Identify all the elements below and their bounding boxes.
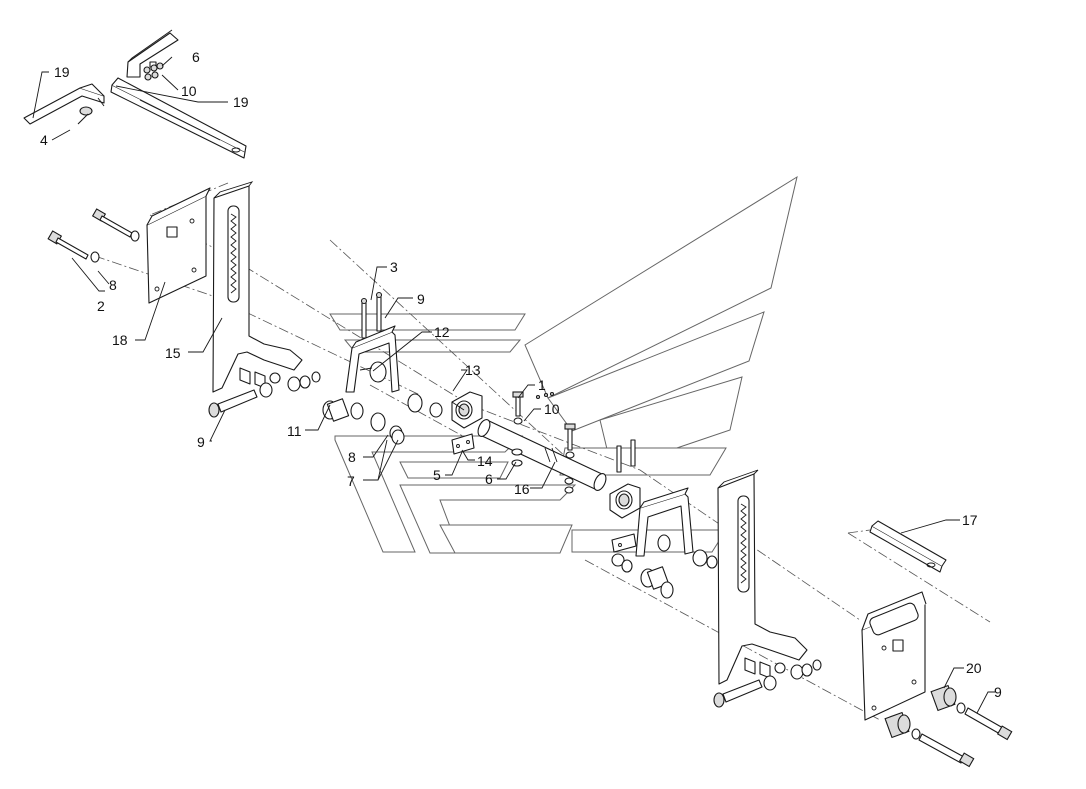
nut-washer-small-top — [143, 62, 164, 81]
callout-8-left: 8 — [109, 277, 117, 293]
callout-11: 11 — [287, 423, 302, 439]
callout-8-mid: 8 — [348, 449, 356, 465]
bushing-upper-right — [930, 684, 966, 714]
adjuster-rail-left — [212, 181, 303, 393]
cross-tube — [477, 419, 607, 491]
callout-18: 18 — [112, 332, 128, 348]
spacer-rail-right — [763, 659, 822, 691]
spacer-set-centre — [322, 393, 443, 445]
callout-5: 5 — [433, 467, 441, 483]
clamp-plate-centre — [451, 433, 475, 455]
callout-6-top: 6 — [192, 49, 200, 65]
callout-12: 12 — [434, 324, 450, 340]
spacer-set-left — [259, 371, 321, 398]
callout-15: 15 — [165, 345, 181, 361]
callout-1: 1 — [538, 377, 546, 393]
pipe-clamp-centre — [451, 391, 483, 429]
cover-plate-left — [146, 187, 211, 304]
callout-9-top: 9 — [417, 291, 425, 307]
callout-numbers: 19 6 10 19 4 2 8 18 15 9 3 9 12 13 11 8 … — [40, 49, 1002, 700]
linkage-rod-long — [110, 77, 247, 159]
callout-17: 17 — [962, 512, 978, 528]
bolt-right-lower — [918, 733, 975, 768]
cover-plate-right — [861, 591, 927, 721]
callout-10-top: 10 — [181, 83, 197, 99]
callout-14: 14 — [477, 453, 493, 469]
leader-lines — [32, 56, 995, 714]
hook-bracket-top — [126, 29, 179, 78]
rod-bracket-left — [23, 83, 105, 125]
callout-6-mid: 6 — [485, 471, 493, 487]
slider-plate-right — [869, 520, 947, 573]
carriage-bolt-small — [77, 106, 93, 125]
bolt-long-lower — [47, 230, 100, 263]
callout-10-mid: 10 — [544, 401, 560, 417]
callout-20: 20 — [966, 660, 982, 676]
callout-9-left: 9 — [197, 434, 205, 450]
pipe-clamp-right — [609, 483, 641, 519]
spacer-set-right — [611, 549, 718, 599]
callout-19-right: 19 — [233, 94, 249, 110]
bolt-long-upper — [91, 208, 140, 242]
bolts-vertical-right — [616, 439, 636, 473]
bolts-vertical-centre — [360, 291, 383, 339]
callout-4: 4 — [40, 132, 48, 148]
callout-7: 7 — [347, 473, 355, 489]
bolts-vertical-tube — [511, 391, 576, 494]
callout-16: 16 — [514, 481, 530, 497]
callout-13: 13 — [465, 362, 481, 378]
bolt-right-upper — [964, 707, 1013, 741]
clamp-plate-right — [611, 533, 637, 553]
bolt-pivot-left — [208, 389, 258, 418]
mounting-bracket-right — [635, 487, 694, 557]
callout-2: 2 — [97, 298, 105, 314]
callout-19-left: 19 — [54, 64, 70, 80]
mounting-bracket-centre — [345, 325, 400, 393]
bolt-pivot-right — [713, 679, 763, 708]
callout-9-right: 9 — [994, 684, 1002, 700]
callout-3: 3 — [390, 259, 398, 275]
adjuster-rail-right — [717, 469, 808, 685]
bushing-lower-right — [884, 711, 921, 740]
